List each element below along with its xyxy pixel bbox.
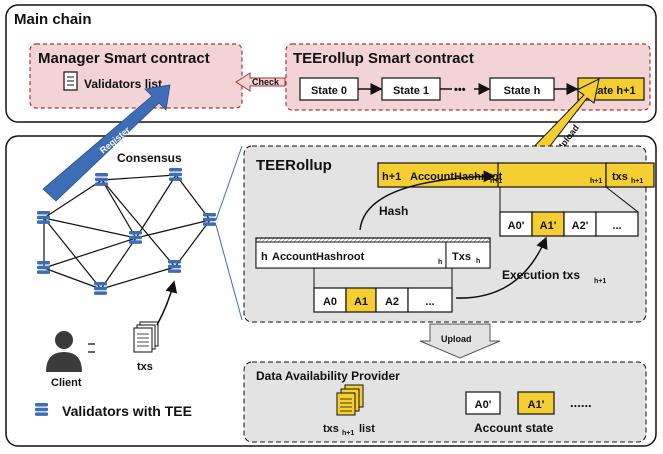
validator-node-icon	[37, 211, 50, 224]
main-chain-title: Main chain	[14, 11, 92, 28]
accounts-old	[313, 287, 453, 313]
client-label: Client	[51, 377, 82, 389]
account-old-2: A2	[385, 296, 399, 308]
block-h-tail: Txs	[452, 251, 471, 263]
validator-node-icon	[129, 231, 142, 244]
upload-down-arrow	[419, 323, 501, 359]
block-h1	[377, 162, 655, 188]
check-label: Check	[252, 77, 280, 87]
block-h-sub: h	[438, 259, 442, 266]
execution-label: Execution txs	[502, 268, 580, 282]
block-h1-sub: h+1	[490, 178, 502, 185]
dap-txs-list-sub: h+1	[342, 430, 354, 437]
block-h1-sub2: h+1	[590, 178, 602, 185]
dap-account-cell-0	[465, 391, 501, 415]
account-old-1: A1	[354, 296, 368, 308]
client-icon	[46, 331, 95, 372]
legend-label: Validators with TEE	[62, 403, 192, 419]
execution-sub: h+1	[594, 278, 606, 285]
teerollup-title: TEERollup	[256, 157, 332, 174]
dap-account-1: A1'	[528, 399, 545, 411]
state-0-label: State 0	[311, 85, 347, 97]
dap-account-state: Account state	[474, 421, 554, 435]
state-h-label: State h	[504, 85, 541, 97]
validators-list-label: Validators list	[84, 77, 162, 91]
block-h-prefix: h	[261, 251, 268, 263]
validator-node-icon	[37, 261, 50, 274]
teerollup-box	[243, 145, 647, 323]
manager-contract-title: Manager Smart contract	[38, 50, 210, 67]
account-old-0: A0	[323, 296, 337, 308]
state-h1-label: State h+1	[586, 85, 635, 97]
execution-arrow	[455, 236, 548, 299]
validators-list-icon	[63, 71, 78, 91]
validator-node-icon	[169, 168, 182, 181]
consensus-network	[43, 174, 211, 290]
dap-title: Data Availability Provider	[256, 369, 400, 383]
block-h1-prefix: h+1	[382, 171, 401, 183]
account-new-3: ...	[612, 220, 621, 232]
state-1-label: State 1	[393, 85, 429, 97]
txs-list-icon	[336, 384, 364, 416]
register-arrow	[42, 84, 171, 202]
hash-label: Hash	[379, 204, 408, 218]
block-h-tail-sub: h	[476, 258, 480, 265]
dap-account-cell-1	[517, 391, 555, 415]
validator-node-icon	[95, 173, 108, 186]
txs-document-icon	[133, 321, 159, 353]
block-h	[255, 237, 491, 269]
client-to-network-arrow	[156, 280, 178, 326]
dap-box	[243, 361, 647, 443]
validator-node-icon	[203, 213, 216, 226]
upload-down-label: Upload	[441, 334, 472, 344]
check-arrow	[235, 72, 286, 92]
block-h1-tail-sub: h+1	[631, 178, 643, 185]
block-h1-middle: AccountHashroot	[410, 171, 503, 183]
validator-node-icon	[94, 282, 107, 295]
account-new-0: A0'	[508, 220, 525, 232]
teerollup-contract-title: TEErollup Smart contract	[293, 50, 474, 67]
states-ellipsis: •••	[454, 84, 466, 96]
hash-arrow	[359, 170, 496, 231]
account-new-2: A2'	[572, 220, 589, 232]
block-h1-tail: txs	[612, 171, 628, 183]
account-old-3: ...	[425, 296, 434, 308]
consensus-label: Consensus	[117, 151, 182, 165]
dap-dots: ......	[570, 395, 592, 410]
block-h-middle: AccountHashroot	[272, 251, 365, 263]
dap-account-0: A0'	[475, 399, 492, 411]
account-new-1: A1'	[540, 220, 557, 232]
legend-server-icon	[35, 403, 48, 416]
validator-node-icon	[168, 260, 181, 273]
manager-contract-box	[29, 43, 243, 109]
dap-txs-list: txs	[323, 423, 339, 435]
dap-txs-list-suffix: list	[359, 423, 375, 435]
txs-label: txs	[137, 361, 153, 373]
accounts-new	[499, 211, 639, 237]
